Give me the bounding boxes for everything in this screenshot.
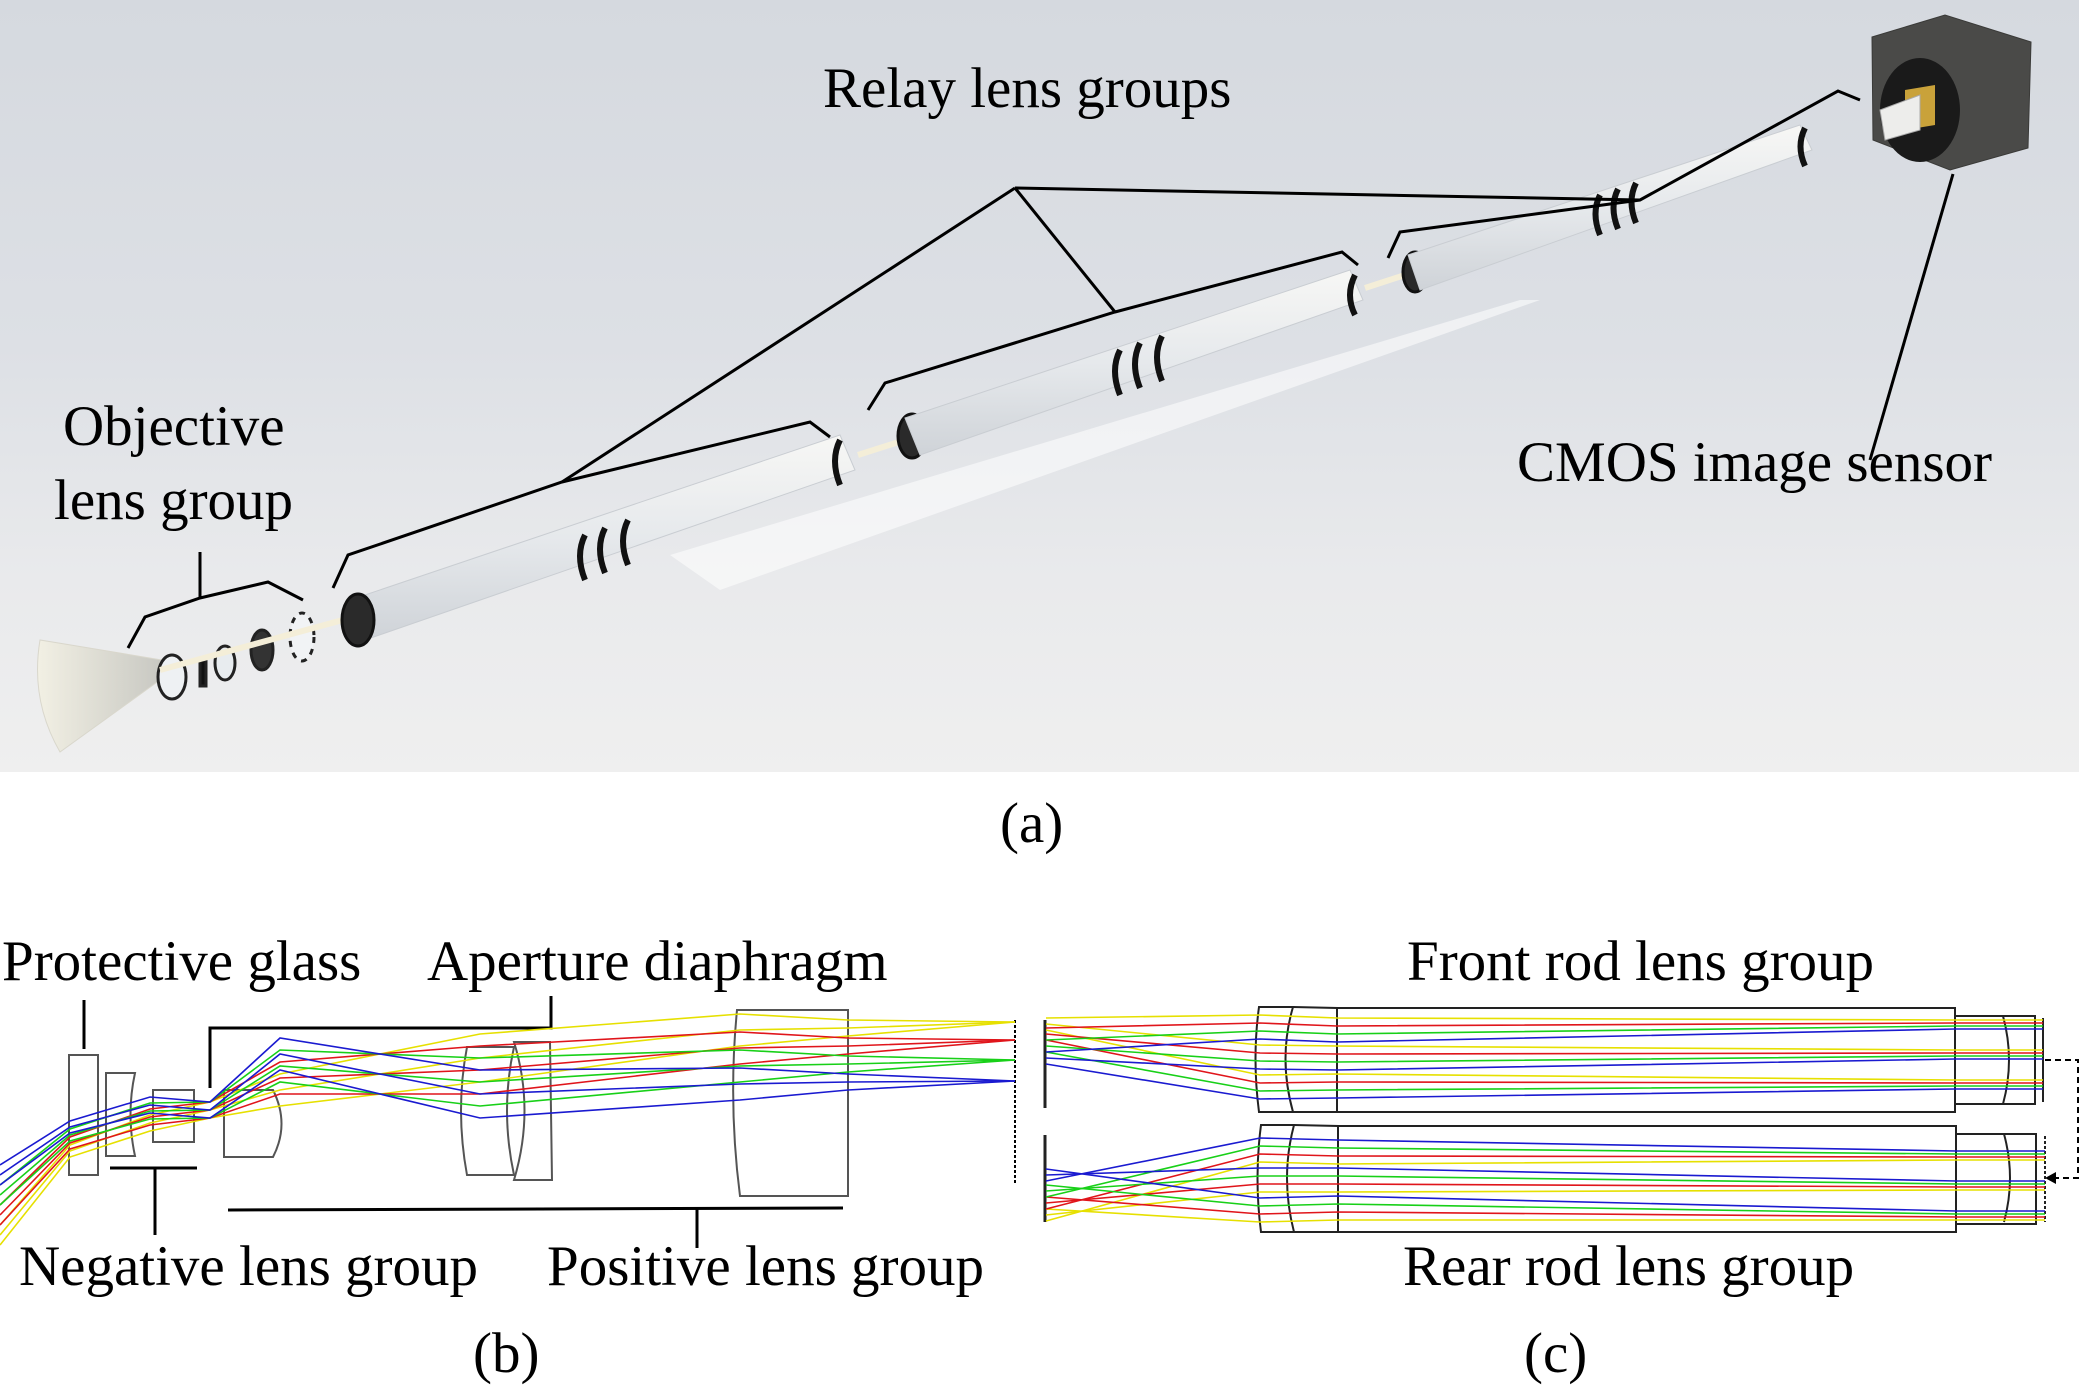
panel-b-rays (0, 1013, 1016, 1246)
ray-blue (0, 1053, 1016, 1176)
panel-c-elements (1043, 1006, 2046, 1233)
ray-front-blue (1045, 1063, 2043, 1100)
ray-green (0, 1059, 1016, 1196)
panel-a-caption: (a) (1000, 792, 1064, 855)
ray-yellow (0, 1013, 1016, 1226)
ray-front-red (1045, 1022, 2043, 1029)
rear-rod (1337, 1125, 1957, 1233)
panel-a-illustration (37, 14, 2032, 753)
cmos-image-sensor-label: CMOS image sensor (1517, 431, 1992, 494)
ray-rear-green (1045, 1175, 2045, 1192)
ray-front-yellow (1045, 1029, 2043, 1081)
ray-front-blue (1045, 1028, 2043, 1053)
protective-glass-element (68, 1054, 99, 1176)
reflection-plate (670, 300, 1540, 590)
positive-lens-3 (512, 1041, 554, 1181)
connector-arrowhead-icon (2045, 1172, 2056, 1184)
ray-rear-red (1045, 1153, 2045, 1210)
ray-green (0, 1049, 1016, 1186)
probe-tip-cone (37, 639, 163, 753)
negative-lens-1 (105, 1072, 137, 1157)
ray-rear-yellow (1045, 1189, 2045, 1216)
ray-front-yellow (1045, 1023, 2043, 1051)
ray-front-red (1045, 1039, 2043, 1084)
positive-lens-group-label: Positive lens group (547, 1235, 984, 1298)
aperture-diaphragm-label: Aperture diaphragm (427, 930, 888, 993)
ray-front-green (1045, 1025, 2043, 1041)
positive-lens-1 (223, 1089, 283, 1158)
front-rod-entry-lens (1254, 1006, 1295, 1113)
ray-rear-green (1045, 1145, 2045, 1198)
negative-lens-2 (152, 1089, 195, 1143)
ray-rear-red (1045, 1183, 2045, 1204)
cmos-sensor-body (1871, 14, 2032, 171)
positive-lens-2 (460, 1046, 516, 1176)
ray-green (0, 1059, 1016, 1206)
rear-rod-exit-group (1955, 1133, 2037, 1225)
front-rod-lens-group-label: Front rod lens group (1407, 930, 1875, 993)
objective-lens-group-label-line2: lens group (54, 469, 294, 532)
ray-red (0, 1039, 1016, 1216)
ray-front-yellow (1045, 1014, 2043, 1021)
ray-rear-blue (1045, 1167, 2045, 1182)
ray-red (0, 1031, 1016, 1206)
panel-b-lenses (68, 1009, 849, 1197)
ray-red (0, 1039, 1016, 1226)
relay-connector-arrow (2045, 1059, 2079, 1179)
rear-rod-entry-lens (1256, 1124, 1296, 1233)
ray-front-green (1045, 1045, 2043, 1063)
ray-blue (0, 1069, 1016, 1186)
negative-lens-group-label: Negative lens group (19, 1235, 479, 1298)
ray-front-red (1045, 1033, 2043, 1055)
ray-yellow (0, 1021, 1016, 1236)
front-rod-exit-group (1954, 1015, 2036, 1105)
ray-yellow (0, 1021, 1016, 1246)
ray-rear-green (1045, 1184, 2045, 1215)
ray-blue (0, 1037, 1016, 1166)
ray-rear-blue (1045, 1137, 2045, 1182)
ray-rear-yellow (1045, 1159, 2045, 1222)
positive-lens-4 (732, 1009, 849, 1197)
front-rod (1336, 1007, 1956, 1113)
panel-b-caption: (b) (473, 1322, 540, 1385)
rear-rod-lens-group-label: Rear rod lens group (1403, 1235, 1855, 1298)
relay-tube-1 (340, 434, 856, 648)
ray-rear-red (1045, 1196, 2045, 1218)
objective-lens-group-label-line1: Objective (63, 395, 285, 458)
leader-lines (126, 89, 1955, 649)
ray-front-blue (1045, 1057, 2043, 1071)
relay-tube-3 (1401, 124, 1813, 294)
panel-c-caption: (c) (1524, 1322, 1588, 1385)
ray-front-green (1045, 1051, 2043, 1092)
relay-lens-groups-label: Relay lens groups (823, 57, 1232, 120)
relay-tube-2 (896, 269, 1364, 460)
panel-c-rays (1045, 1014, 2045, 1223)
objective-lens-elements (156, 611, 316, 701)
protective-glass-label: Protective glass (2, 930, 362, 993)
panel-b-leaders (82, 996, 1016, 1248)
ray-rear-yellow (1045, 1208, 2045, 1223)
ray-rear-blue (1045, 1168, 2045, 1212)
